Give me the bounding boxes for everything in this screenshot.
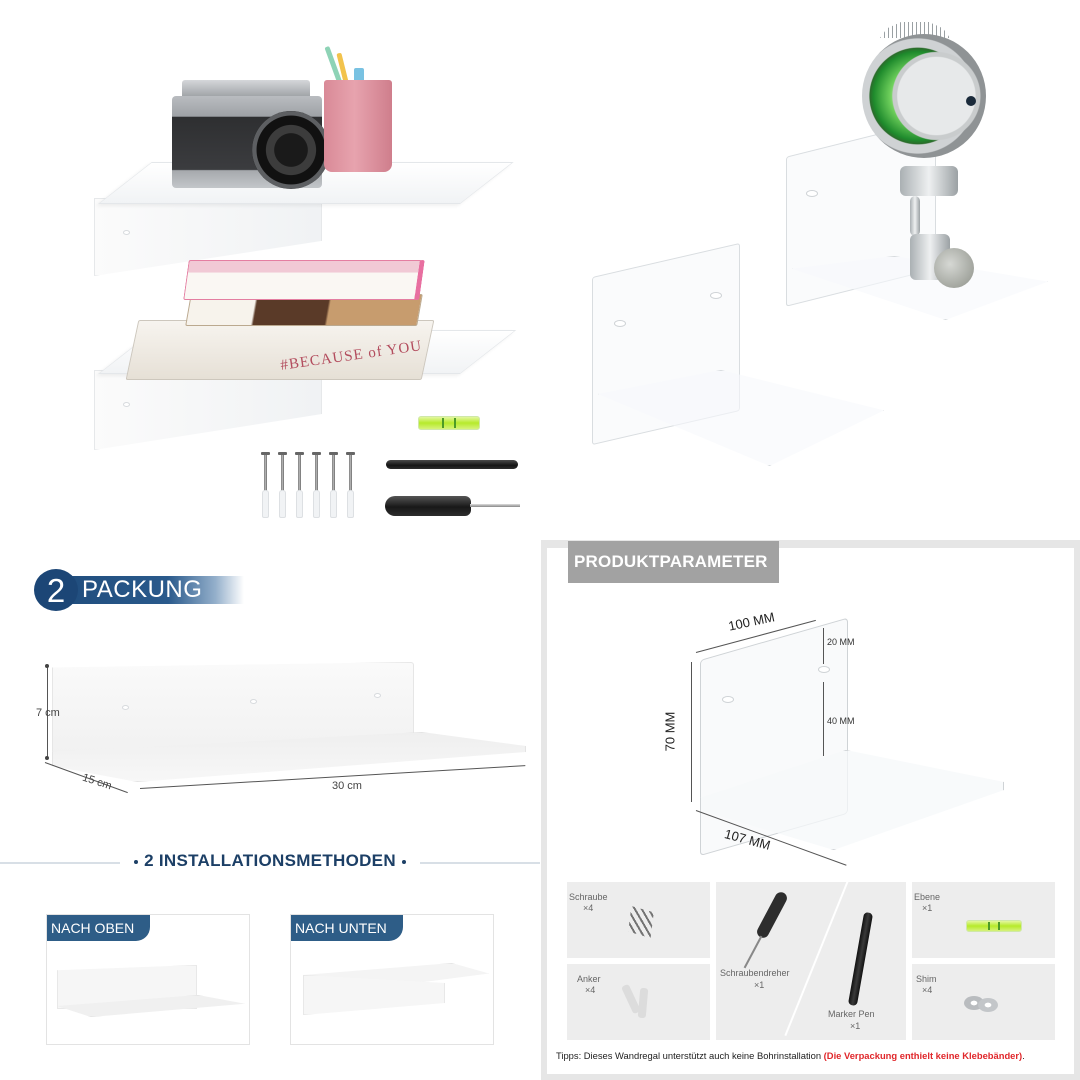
robot-figure-arm bbox=[910, 196, 920, 236]
height-dimension-line bbox=[47, 666, 48, 758]
marker-pen-icon bbox=[847, 911, 874, 1007]
screw-image bbox=[295, 452, 304, 492]
screw-image bbox=[278, 452, 287, 492]
anchors-icon bbox=[637, 987, 649, 1019]
package-label: PACKUNG bbox=[82, 576, 203, 603]
package-count-badge: 2 PACKUNG bbox=[34, 569, 244, 611]
width-mm-label: 100 MM bbox=[726, 609, 777, 634]
mount-hole bbox=[123, 230, 130, 235]
mount-hole bbox=[122, 705, 129, 710]
height-mm-label: 70 MM bbox=[662, 711, 678, 752]
tip-warning: (Die Verpackung enthielt keine Klebebänd… bbox=[823, 1050, 1023, 1061]
dim-endpoint bbox=[45, 756, 49, 760]
marker-pen-image bbox=[386, 460, 518, 469]
height-label: 7 cm bbox=[36, 707, 60, 719]
anchor-image bbox=[313, 490, 320, 518]
lower-shelf-bracket bbox=[94, 370, 322, 450]
hole-bottom-arrow bbox=[823, 682, 824, 756]
acrylic-shelf-dimension-diagram: 100 MM 20 MM 40 MM 70 MM 107 MM bbox=[660, 600, 1020, 870]
lifestyle-image-wall-shelves: #BECAUSE of YOU bbox=[80, 30, 540, 530]
install-method-up-label: NACH OBEN bbox=[47, 915, 151, 941]
robot-figure-wheel bbox=[934, 248, 974, 288]
hole-top-arrow bbox=[823, 628, 824, 664]
tip-note: Tipps: Dieses Wandregal unterstützt auch… bbox=[556, 1050, 1025, 1061]
anchor-image bbox=[279, 490, 286, 518]
accessory-shim: Shim ×4 bbox=[912, 964, 1055, 1040]
book-top bbox=[183, 260, 425, 300]
mount-hole bbox=[806, 190, 818, 197]
screw-image bbox=[261, 452, 270, 492]
install-method-down-label: NACH UNTEN bbox=[291, 915, 403, 941]
schraubendreher-name: Schraubendreher bbox=[720, 968, 790, 978]
anchor-image bbox=[347, 490, 354, 518]
spirit-level-image bbox=[418, 416, 480, 430]
height-arrow bbox=[691, 662, 692, 802]
badge-bar bbox=[54, 576, 244, 604]
washer-icon bbox=[978, 998, 998, 1012]
camera-image bbox=[172, 78, 332, 190]
mount-hole bbox=[123, 402, 130, 407]
robot-figure-body bbox=[900, 166, 958, 196]
installation-methods-title: 2 INSTALLATIONSMETHODEN bbox=[0, 851, 540, 875]
mount-hole bbox=[250, 699, 257, 704]
screw-image bbox=[329, 452, 338, 492]
divider-right bbox=[420, 862, 540, 864]
hole-bottom-offset-label: 40 MM bbox=[827, 716, 855, 726]
screwdriver-shaft bbox=[470, 504, 520, 507]
schraubendreher-count: ×1 bbox=[754, 980, 765, 990]
robot-figure-eye bbox=[966, 96, 976, 106]
mount-hole bbox=[374, 693, 381, 698]
lifestyle-image-acrylic-shelves bbox=[570, 20, 1070, 480]
anchor-image bbox=[296, 490, 303, 518]
bullet-dot bbox=[134, 859, 139, 864]
robot-figure-head bbox=[862, 34, 986, 158]
dim-endpoint bbox=[45, 664, 49, 668]
pen-cup-image bbox=[324, 80, 392, 172]
anchor-image bbox=[330, 490, 337, 518]
screwdriver-image bbox=[385, 496, 471, 516]
install-method-down-card: NACH UNTEN bbox=[290, 914, 494, 1045]
hole-top-offset-label: 20 MM bbox=[827, 637, 855, 647]
mount-hole bbox=[710, 292, 722, 299]
product-parameters-title: PRODUKTPARAMETER bbox=[568, 541, 779, 583]
screwdriver-icon bbox=[754, 890, 790, 940]
marker-pen-name: Marker Pen bbox=[828, 1009, 875, 1019]
divider-left bbox=[0, 862, 120, 864]
mount-hole bbox=[818, 666, 830, 673]
accessory-schraube: Schraube ×4 bbox=[567, 882, 710, 958]
screw-image bbox=[346, 452, 355, 492]
pencil-image bbox=[354, 68, 364, 86]
package-count: 2 bbox=[34, 569, 78, 611]
shelf-dimension-diagram: 7 cm 15 cm 30 cm bbox=[30, 650, 540, 800]
screw-image bbox=[312, 452, 321, 492]
mount-hole bbox=[614, 320, 626, 327]
mount-hole bbox=[722, 696, 734, 703]
accessory-ebene: Ebene ×1 bbox=[912, 882, 1055, 958]
install-method-up-card: NACH OBEN bbox=[46, 914, 250, 1045]
screws-icon bbox=[628, 906, 654, 938]
spirit-level-icon bbox=[966, 920, 1022, 932]
width-label: 30 cm bbox=[332, 780, 362, 792]
accessory-schraubendreher-and-marker: Schraubendreher ×1 Marker Pen ×1 bbox=[716, 877, 906, 1040]
bullet-dot bbox=[401, 859, 406, 864]
anchor-image bbox=[262, 490, 269, 518]
screwdriver-shaft-icon bbox=[743, 935, 763, 969]
accessory-anker: Anker ×4 bbox=[567, 964, 710, 1040]
marker-pen-count: ×1 bbox=[850, 1021, 861, 1031]
